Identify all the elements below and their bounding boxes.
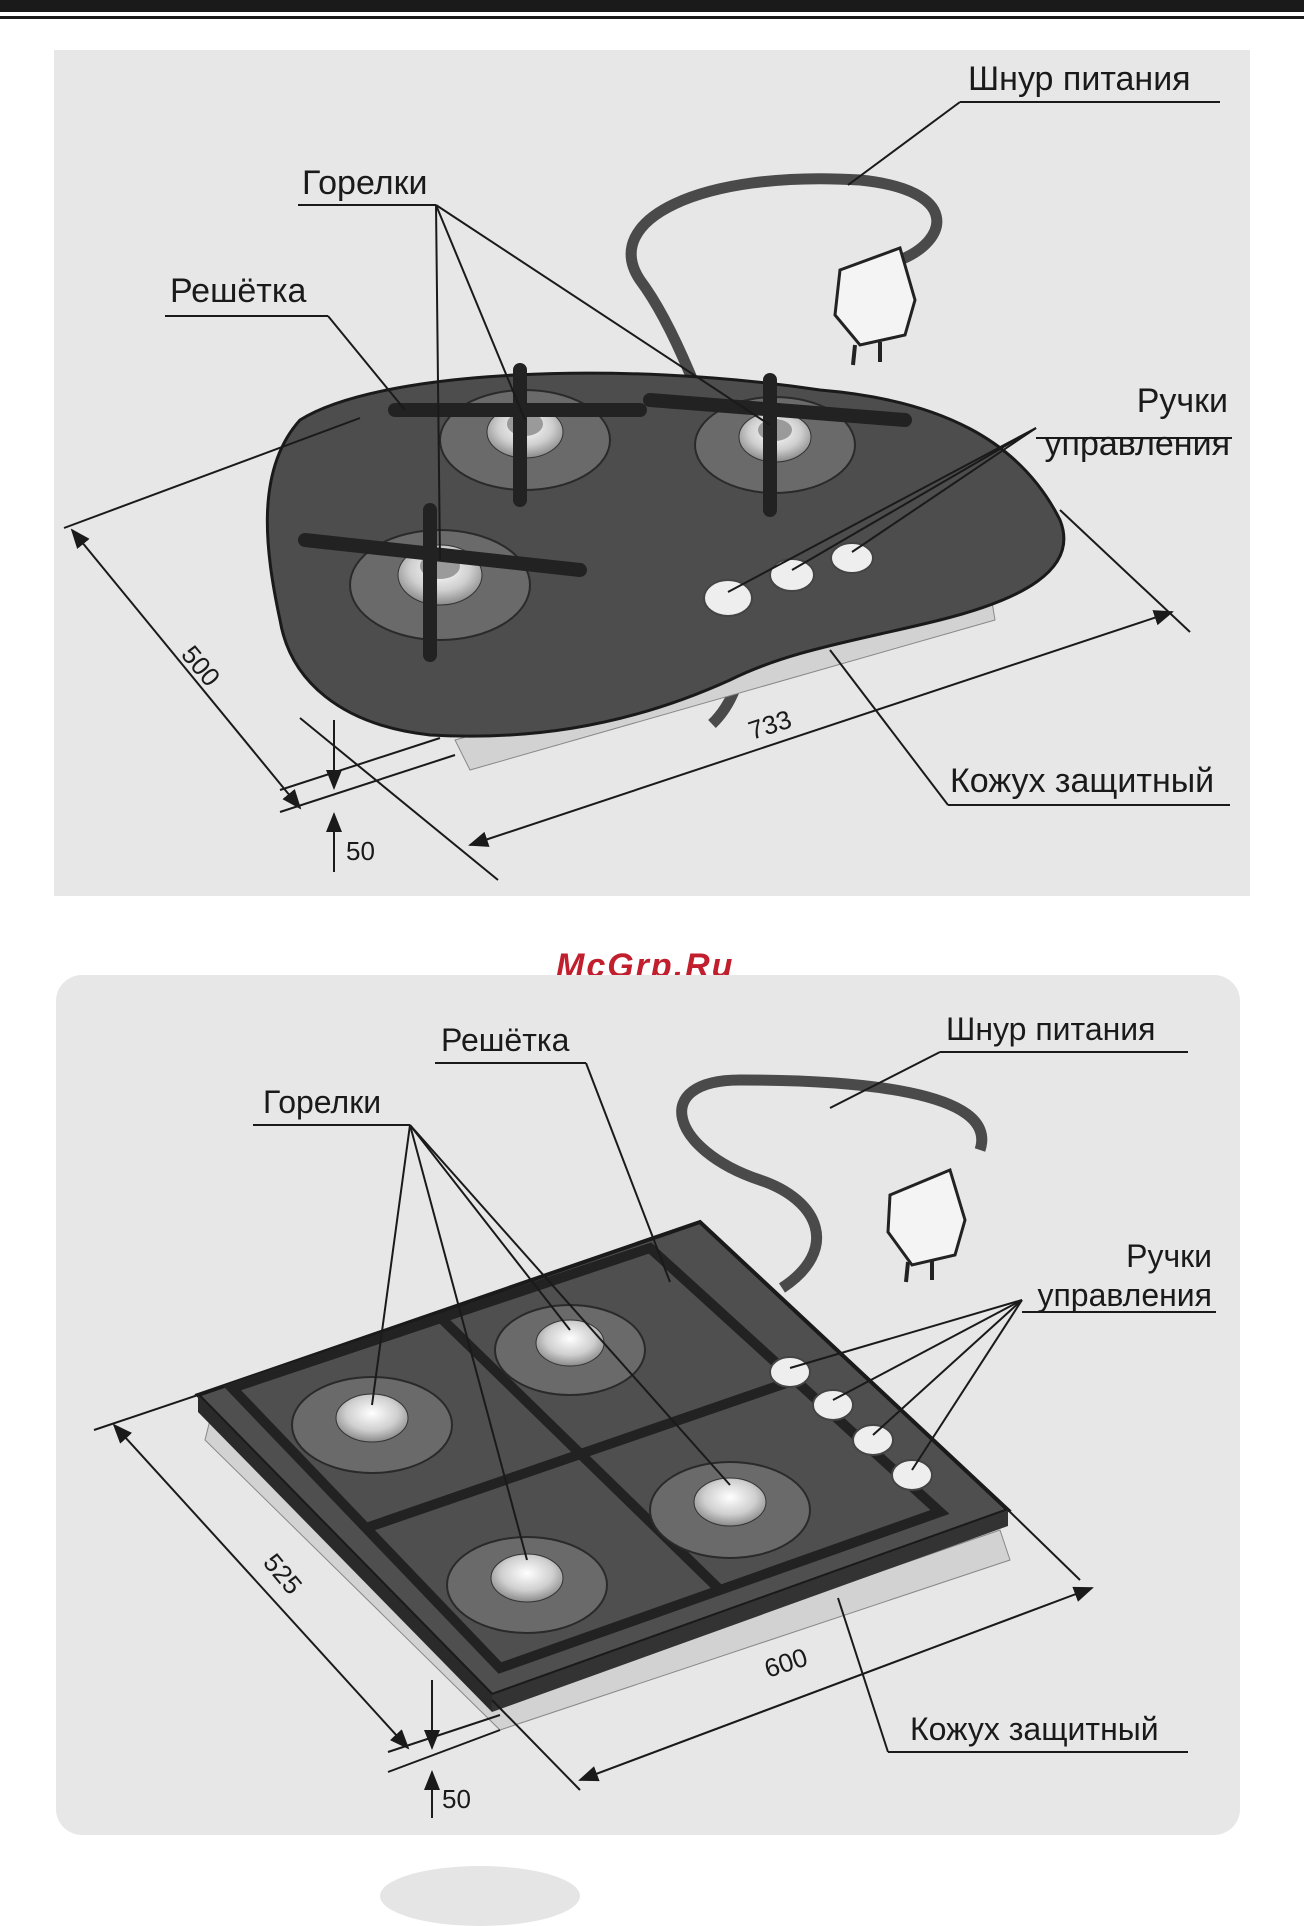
label-knobs-bottom-line2: управления	[1037, 1277, 1212, 1313]
label-power-cord-bottom: Шнур питания	[946, 1011, 1156, 1047]
label-knobs-bottom-line1: Ручки	[1126, 1238, 1212, 1274]
burner-3	[447, 1537, 607, 1633]
label-casing-bottom: Кожух защитный	[910, 1711, 1159, 1747]
label-grate-bottom: Решётка	[441, 1022, 570, 1058]
plug-icon	[888, 1170, 965, 1282]
label-burners-bottom: Горелки	[263, 1084, 381, 1120]
page-number-oval	[380, 1866, 580, 1926]
burner-1	[292, 1377, 452, 1473]
burner-2	[495, 1305, 645, 1395]
burner-4	[650, 1462, 810, 1558]
dim-label-width-bottom: 600	[761, 1642, 812, 1684]
dim-label-height-bottom: 50	[442, 1784, 471, 1814]
